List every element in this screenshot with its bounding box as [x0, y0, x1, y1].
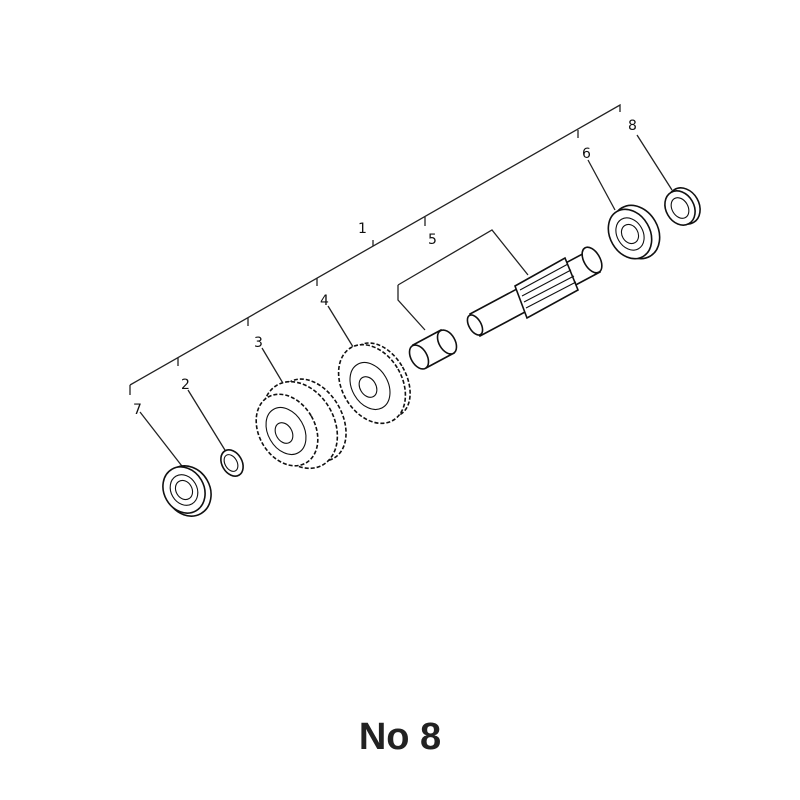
leader-2	[187, 389, 229, 456]
callout-7: 7	[133, 402, 142, 418]
spur-gear	[337, 342, 411, 425]
leader-7	[139, 411, 186, 471]
bearing-left	[162, 465, 212, 517]
callout-5: 5	[428, 232, 437, 248]
leader-5a	[397, 285, 426, 331]
double-gear	[255, 378, 347, 470]
splined-shaft	[466, 246, 603, 338]
callout-3: 3	[254, 335, 263, 351]
callout-6: 6	[582, 146, 591, 162]
callout-8: 8	[628, 118, 637, 134]
assembly-bracket	[129, 103, 621, 395]
leader-lines	[139, 134, 673, 471]
bushing	[408, 328, 458, 370]
leader-5b	[397, 229, 529, 286]
thrust-washer	[220, 449, 244, 477]
oil-seal	[664, 187, 701, 226]
leader-6	[587, 159, 616, 211]
page-caption: No 8	[358, 716, 442, 758]
bearing-right	[607, 204, 661, 260]
callout-1: 1	[358, 221, 367, 237]
leader-8	[636, 134, 673, 191]
callout-4: 4	[320, 293, 329, 309]
callout-2: 2	[181, 377, 190, 393]
